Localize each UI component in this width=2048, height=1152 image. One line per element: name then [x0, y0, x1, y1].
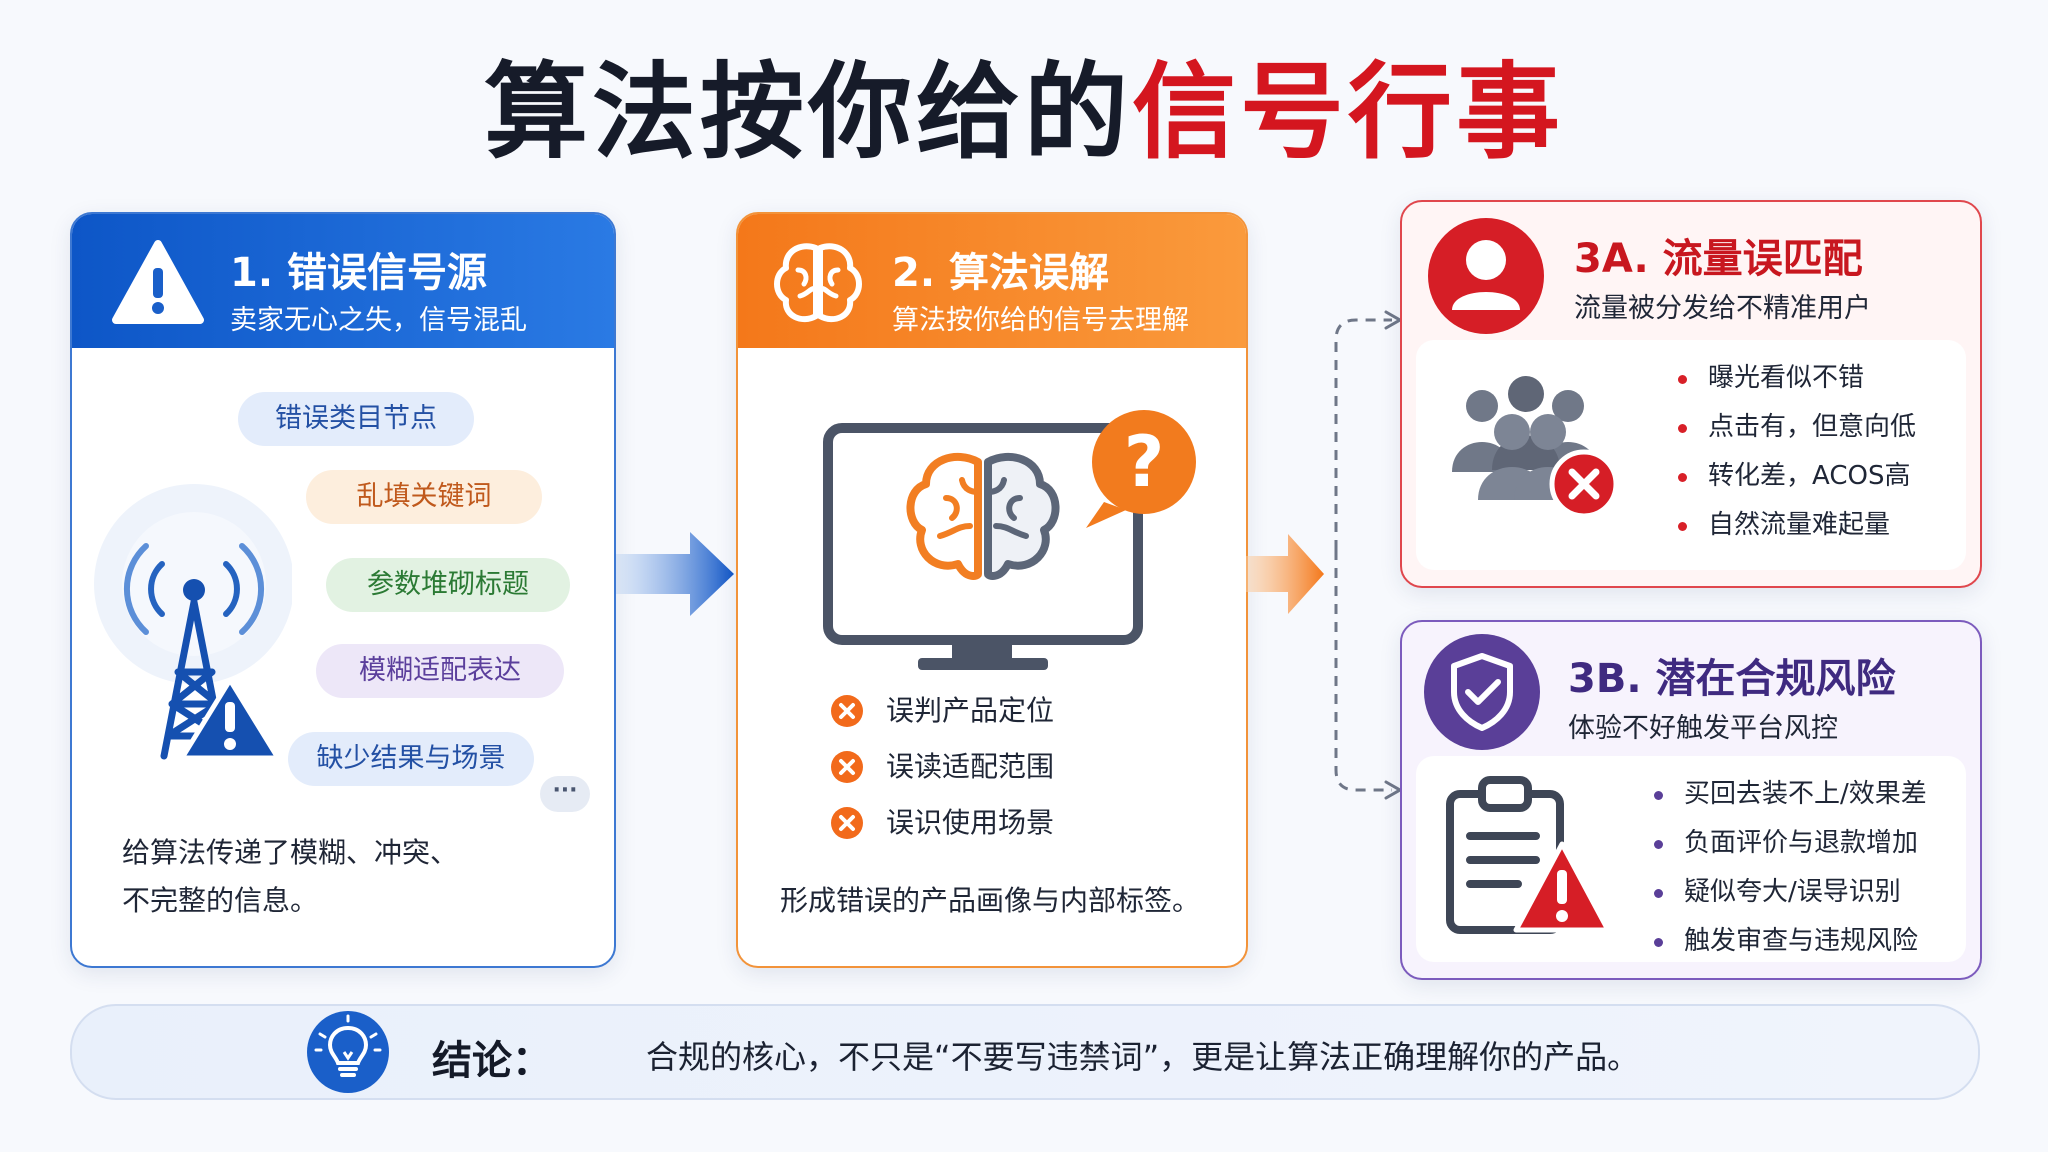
card-3b-bullet-3: 疑似夸大/误导识别: [1654, 868, 1927, 917]
card-1-body-line-2: 不完整的信息。: [122, 884, 319, 917]
brain-icon: [774, 243, 862, 323]
card-2-footer: 形成错误的产品画像与内部标签。: [780, 884, 1201, 917]
more-dots-bubble: ···: [540, 776, 590, 812]
tag-wrong-category: 错误类目节点: [238, 392, 474, 446]
signal-tower-warning-icon: [94, 484, 292, 761]
card-3b-bullet-2: 负面评价与退款增加: [1654, 819, 1927, 868]
card-3b-panel: 买回去装不上/效果差 负面评价与退款增加 疑似夸大/误导识别 触发审查与违规风险: [1416, 756, 1966, 962]
card-1-body-line-1: 给算法传递了模糊、冲突、: [122, 836, 459, 869]
conclusion-text: 合规的核心，不只是“不要写违禁词”，更是让算法正确理解你的产品。: [646, 1038, 1640, 1076]
title-part-2: 信号行事: [1132, 51, 1565, 173]
card-error-signal-source: 1. 错误信号源 卖家无心之失，信号混乱 错误类目节点 乱填关键词 参数堆砌标题…: [70, 212, 616, 968]
tag-parameter-title: 参数堆砌标题: [326, 558, 570, 612]
user-icon: [1428, 218, 1544, 334]
misjudge-label-2: 误读适配范围: [886, 750, 1055, 783]
card-3a-bullet-1: 曝光看似不错: [1678, 354, 1916, 403]
card-3a-panel: 曝光看似不错 点击有，但意向低 转化差，ACOS高 自然流量难起量: [1416, 340, 1966, 570]
card-3a-title: 3A. 流量误匹配: [1574, 236, 1863, 282]
card-3a-bullet-4: 自然流量难起量: [1678, 501, 1916, 550]
card-3b-title: 3B. 潜在合规风险: [1568, 656, 1896, 702]
conclusion-bar: 结论： 合规的核心，不只是“不要写违禁词”，更是让算法正确理解你的产品。: [70, 1004, 1980, 1100]
card-algorithm-misunderstanding: 2. 算法误解 算法按你给的信号去理解 ? 误判产品定位 误读适配范围 误: [736, 212, 1248, 968]
card-2-title: 2. 算法误解: [892, 250, 1109, 296]
card-3b-bullet-4: 触发审查与违规风险: [1654, 917, 1927, 966]
branch-connector: [1334, 310, 1402, 800]
card-compliance-risk: 3B. 潜在合规风险 体验不好触发平台风控 买回去装不上/效果差 负面评价与退款…: [1400, 620, 1982, 980]
card-3a-subtitle: 流量被分发给不精准用户: [1574, 293, 1871, 324]
card-2-header: 2. 算法误解 算法按你给的信号去理解: [738, 214, 1246, 348]
warning-icon: [112, 240, 204, 324]
card-3b-bullet-1: 买回去装不上/效果差: [1654, 770, 1927, 819]
tag-vague-fitment: 模糊适配表达: [316, 644, 564, 698]
conclusion-label: 结论：: [432, 1038, 552, 1084]
arrow-right-blue-icon: [616, 532, 734, 616]
card-3a-bullet-2: 点击有，但意向低: [1678, 403, 1916, 452]
question-mark: ?: [1124, 421, 1165, 503]
clipboard-warning-icon: [1446, 776, 1610, 934]
tag-missing-scenario: 缺少结果与场景: [288, 732, 534, 786]
card-3b-subtitle: 体验不好触发平台风控: [1568, 713, 1838, 744]
card-3a-bullet-3: 转化差，ACOS高: [1678, 452, 1916, 501]
card-2-subtitle: 算法按你给的信号去理解: [892, 305, 1189, 336]
card-1-subtitle: 卖家无心之失，信号混乱: [230, 305, 527, 336]
tag-keyword-stuffing: 乱填关键词: [306, 470, 542, 524]
shield-check-icon: [1424, 634, 1540, 750]
card-traffic-mismatch: 3A. 流量误匹配 流量被分发给不精准用户 曝光看似不错 点击有，但意向低 转化…: [1400, 200, 1982, 588]
x-circle-icon: [831, 807, 863, 839]
x-circle-icon: [831, 751, 863, 783]
users-group-x-icon: [1452, 376, 1619, 519]
card-1-header: 1. 错误信号源 卖家无心之失，信号混乱: [72, 214, 614, 348]
misjudge-label-3: 误识使用场景: [886, 806, 1055, 839]
arrow-right-orange-icon: [1246, 534, 1324, 614]
card-1-title: 1. 错误信号源: [230, 250, 487, 296]
title-part-1: 算法按你给的: [483, 51, 1132, 173]
page-title: 算法按你给的信号行事: [0, 42, 2048, 182]
x-circle-icon: [831, 695, 863, 727]
misjudge-label-1: 误判产品定位: [886, 694, 1055, 727]
card-3a-bullets: 曝光看似不错 点击有，但意向低 转化差，ACOS高 自然流量难起量: [1678, 354, 1916, 550]
lightbulb-icon: [307, 1011, 389, 1093]
card-3b-bullets: 买回去装不上/效果差 负面评价与退款增加 疑似夸大/误导识别 触发审查与违规风险: [1654, 770, 1927, 966]
monitor-brain-icon: ?: [823, 410, 1196, 670]
